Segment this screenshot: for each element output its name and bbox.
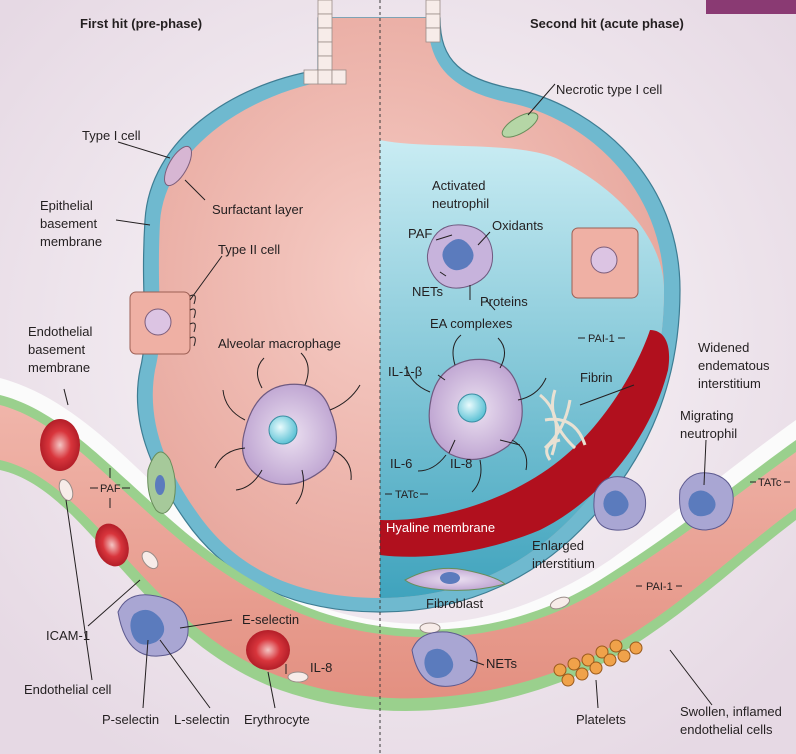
label-endothelial-bm-3: membrane (28, 360, 90, 375)
label-proteins: Proteins (480, 294, 528, 309)
label-il-8-alveolus: IL-8 (450, 456, 472, 471)
label-type-i-cell: Type I cell (82, 128, 141, 143)
label-icam-1: ICAM-1 (46, 628, 90, 643)
label-p-selectin: P-selectin (102, 712, 159, 727)
label-migrating-1: Migrating (680, 408, 733, 423)
label-hyaline-membrane: Hyaline membrane (386, 520, 495, 535)
label-pai-1-vessel: PAI-1 (646, 581, 673, 593)
label-il-1-beta: IL-1-β (388, 364, 422, 379)
label-tatc-alveolus: TATc (395, 489, 419, 501)
label-pai-1-alveolus: PAI-1 (588, 333, 615, 345)
label-enlarged-2: interstitium (532, 556, 595, 571)
label-alveolar-macrophage: Alveolar macrophage (218, 336, 341, 351)
type-ii-cell-right (572, 228, 638, 298)
interstitial-neutrophil (594, 477, 646, 531)
label-necrotic-type-i-cell: Necrotic type I cell (556, 82, 662, 97)
label-platelets: Platelets (576, 712, 626, 727)
label-type-ii-cell: Type II cell (218, 242, 280, 257)
label-fibrin: Fibrin (580, 370, 613, 385)
label-nets-vessel: NETs (486, 656, 518, 671)
label-endothelial-bm-2: basement (28, 342, 85, 357)
label-epithelial-bm-1: Epithelial (40, 198, 93, 213)
label-il-8-vessel: IL-8 (310, 660, 332, 675)
label-tatc-vessel: TATc (758, 477, 782, 489)
label-widened-1: Widened (698, 340, 749, 355)
label-paf-left: PAF (100, 483, 121, 495)
label-endothelial-cell: Endothelial cell (24, 682, 112, 697)
label-erythrocyte: Erythrocyte (244, 712, 310, 727)
label-fibroblast: Fibroblast (426, 596, 483, 611)
label-enlarged-1: Enlarged (532, 538, 584, 553)
type-ii-cell (130, 292, 195, 354)
label-paf-right: PAF (408, 226, 432, 241)
label-migrating-2: neutrophil (680, 426, 737, 441)
label-activated-neutrophil-2: neutrophil (432, 196, 489, 211)
label-widened-3: interstitium (698, 376, 761, 391)
label-oxidants: Oxidants (492, 218, 544, 233)
heading-first-hit: First hit (pre-phase) (80, 16, 202, 31)
label-swollen-2: endothelial cells (680, 722, 773, 737)
activated-neutrophil (427, 225, 492, 288)
label-endothelial-bm-1: Endothelial (28, 324, 92, 339)
label-ea-complexes: EA complexes (430, 316, 513, 331)
label-activated-neutrophil-1: Activated (432, 178, 485, 193)
heading-second-hit: Second hit (acute phase) (530, 16, 684, 31)
label-widened-2: endematous (698, 358, 770, 373)
label-epithelial-bm-3: membrane (40, 234, 102, 249)
migrating-neutrophil (680, 473, 734, 530)
label-swollen-1: Swollen, inflamed (680, 704, 782, 719)
corner-tab (706, 0, 796, 14)
label-nets-alveolus: NETs (412, 284, 444, 299)
label-epithelial-bm-2: basement (40, 216, 97, 231)
label-il-6: IL-6 (390, 456, 412, 471)
label-e-selectin: E-selectin (242, 612, 299, 627)
label-surfactant-layer: Surfactant layer (212, 202, 304, 217)
label-l-selectin: L-selectin (174, 712, 230, 727)
